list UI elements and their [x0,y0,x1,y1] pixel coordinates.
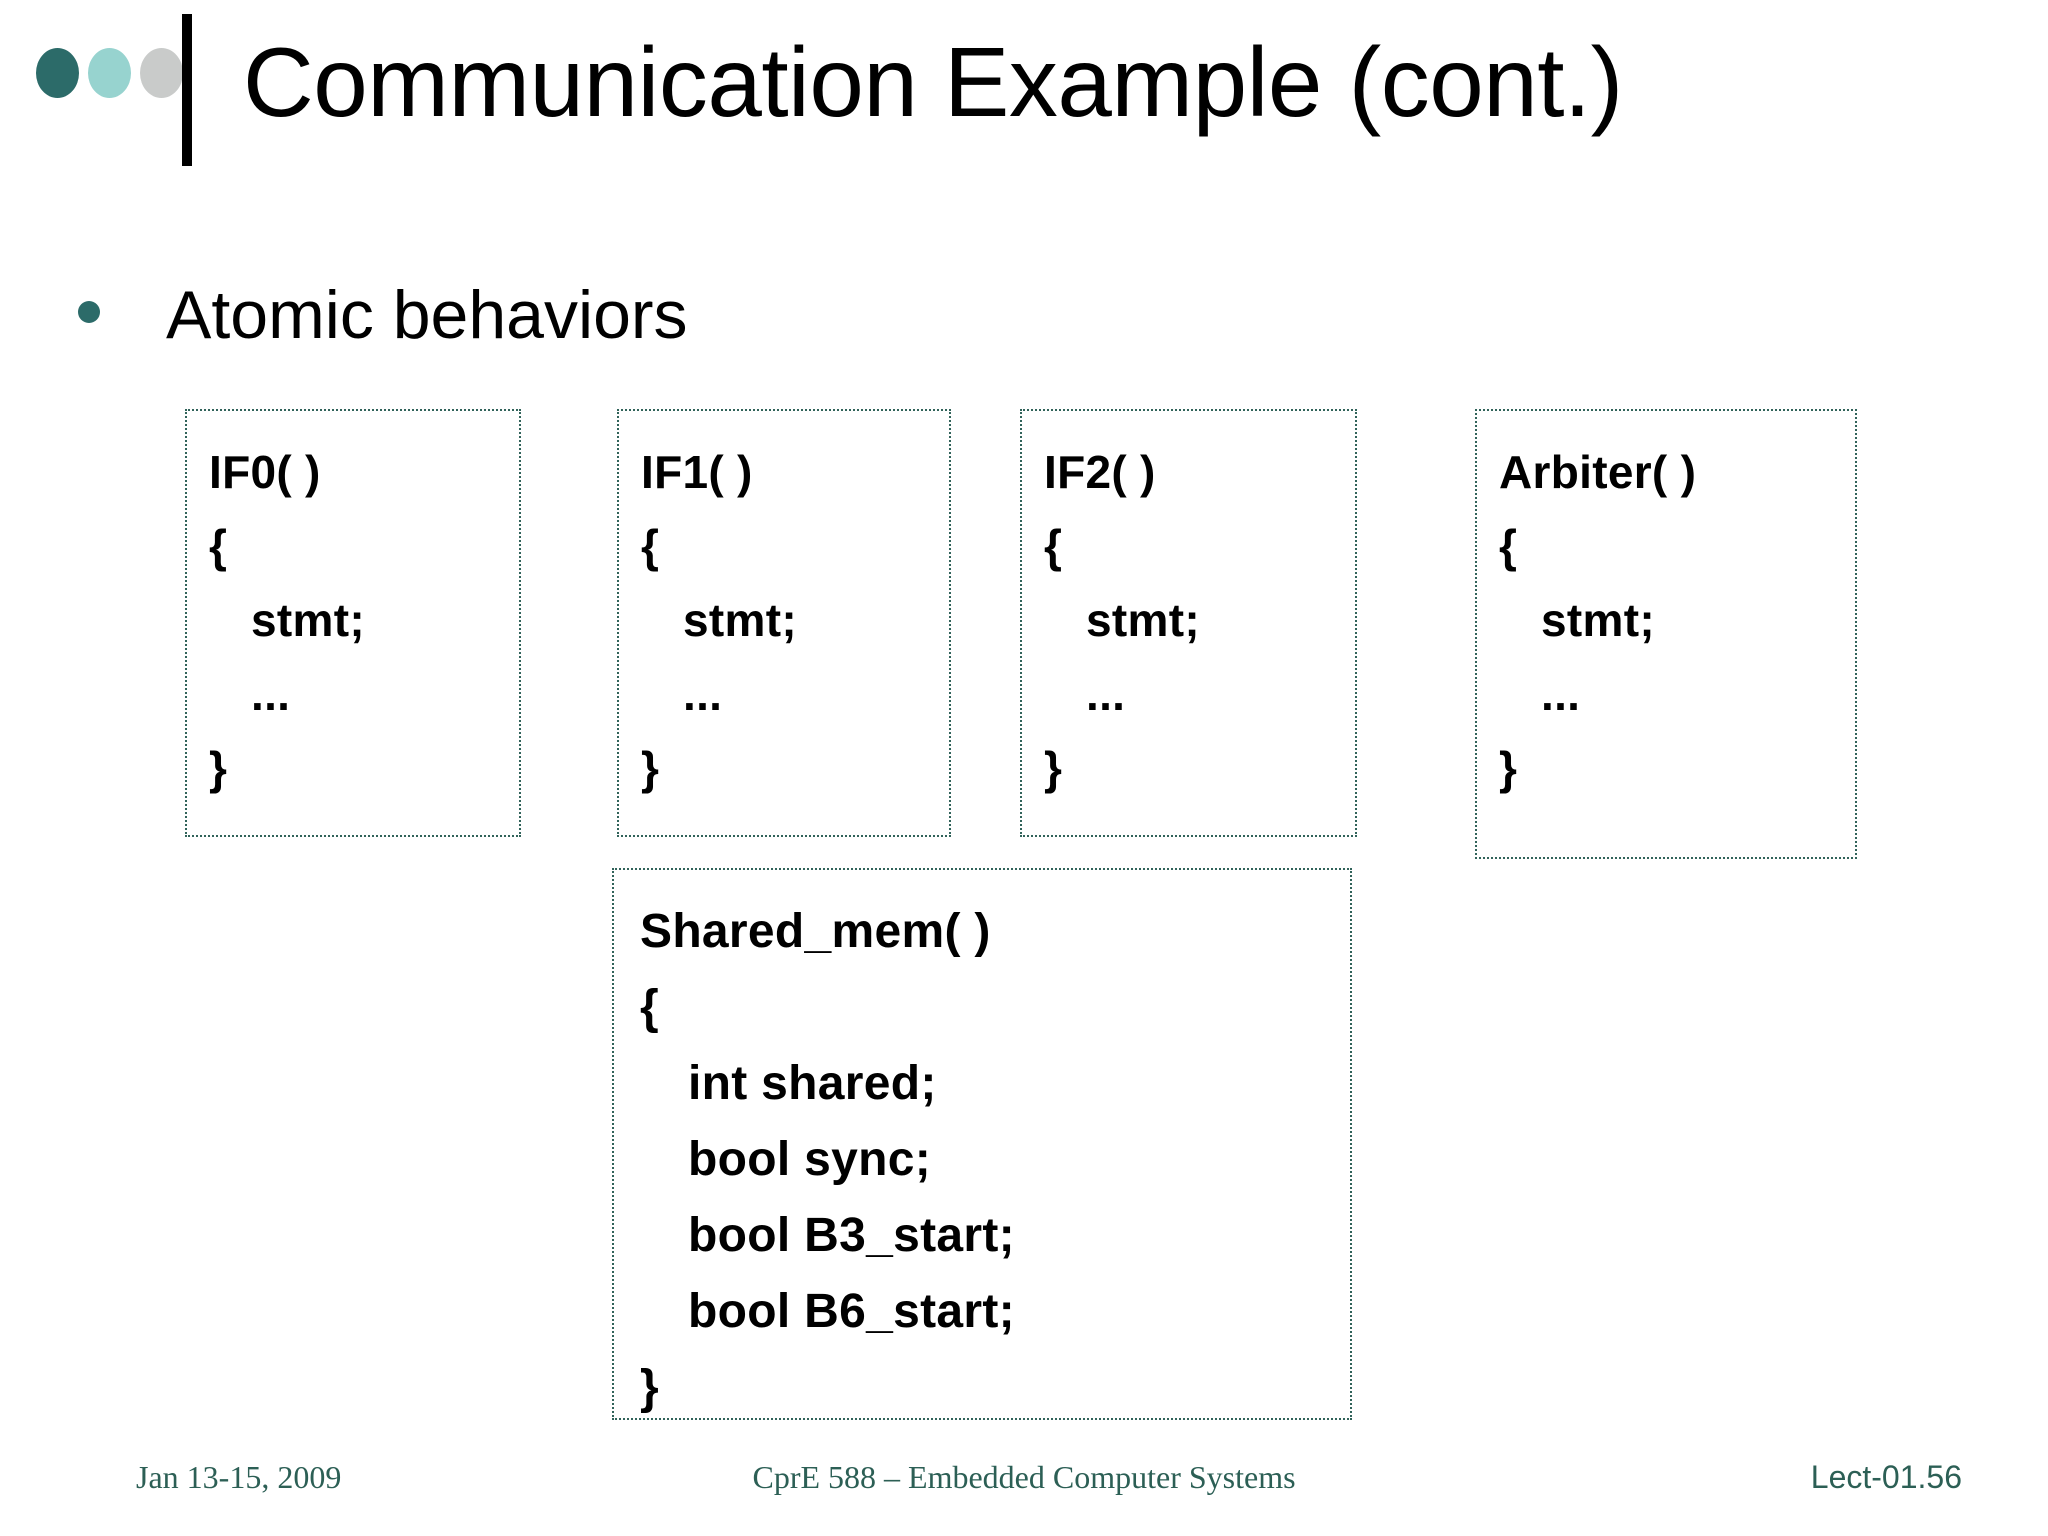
code-box-if0: IF0( ) { stmt; ... } [185,409,521,837]
title-divider-rule [182,14,192,166]
code-box-if2: IF2( ) { stmt; ... } [1020,409,1357,837]
code-line: { [1044,520,1063,572]
code-line: bool B6_start; [688,1285,1015,1338]
footer-date: Jan 13-15, 2009 [136,1459,342,1495]
code-line: Shared_mem( ) [640,905,991,958]
code-line: { [640,981,659,1034]
code-line: ... [683,668,723,720]
code-box-shared-mem: Shared_mem( ) { int shared; bool sync; b… [612,868,1352,1420]
bullet-item-label: Atomic behaviors [166,277,688,353]
code-box-if1-lines: IF1( ) { stmt; ... } [641,435,945,805]
code-line: } [640,1361,659,1414]
footer-course-title: CprE 588 – Embedded Computer Systems [752,1459,1296,1495]
code-line: stmt; [1086,594,1200,646]
logo-dots [36,48,183,98]
bullet-dot-icon [78,301,100,323]
code-line: int shared; [688,1057,937,1110]
code-line: { [1499,520,1518,572]
code-box-arbiter-lines: Arbiter( ) { stmt; ... } [1499,435,1851,805]
code-line: bool sync; [688,1133,932,1186]
code-line: Arbiter( ) [1499,446,1697,498]
code-line: } [641,742,660,794]
code-line: stmt; [1541,594,1655,646]
code-line: ... [1541,668,1581,720]
code-line: { [641,520,660,572]
logo-dot-gray-icon [140,48,183,98]
code-line: IF1( ) [641,446,753,498]
code-line: ... [251,668,291,720]
bullet-item: Atomic behaviors [78,270,1278,360]
code-line: IF2( ) [1044,446,1156,498]
code-box-if1: IF1( ) { stmt; ... } [617,409,951,837]
footer-lecture-number: Lect-01.56 [1810,1459,1962,1495]
code-box-if2-lines: IF2( ) { stmt; ... } [1044,435,1351,805]
page-title: Communication Example (cont.) [243,27,1623,137]
code-box-if0-lines: IF0( ) { stmt; ... } [209,435,515,805]
code-line: IF0( ) [209,446,321,498]
code-line: stmt; [683,594,797,646]
logo-dot-dark-icon [36,48,79,98]
code-box-shared-mem-lines: Shared_mem( ) { int shared; bool sync; b… [640,894,1346,1426]
code-line: } [209,742,228,794]
logo-dot-teal-icon [88,48,131,98]
code-line: bool B3_start; [688,1209,1015,1262]
code-line: stmt; [251,594,365,646]
code-line: { [209,520,228,572]
code-line: ... [1086,668,1126,720]
code-box-arbiter: Arbiter( ) { stmt; ... } [1475,409,1857,859]
code-line: } [1499,742,1518,794]
code-line: } [1044,742,1063,794]
